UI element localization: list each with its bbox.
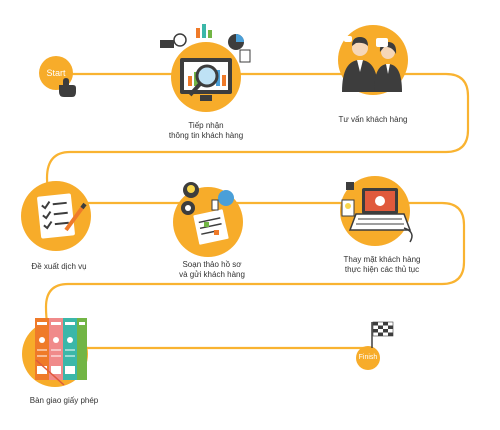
- step-6-label: Bàn giao giấy phép: [14, 396, 114, 406]
- step-2-label-line-1: Tư vấn khách hàng: [338, 115, 408, 124]
- checklist-icon: [37, 193, 87, 239]
- finish-label[interactable]: Finish: [358, 354, 378, 361]
- start-marker[interactable]: [39, 56, 76, 97]
- step-4-label: Soạn thảo hồ sơ và gửi khách hàng: [152, 260, 272, 280]
- step-2-label: Tư vấn khách hàng: [318, 115, 428, 125]
- step-1-label-line-1: Tiếp nhận: [188, 121, 224, 130]
- laptop-workspace-icon: [341, 182, 413, 243]
- step-6-circle: [22, 318, 88, 387]
- document-ideas-icon: [181, 182, 234, 245]
- consultants-icon: [342, 36, 402, 92]
- step-3-label-line-1: Đề xuất dịch vụ: [31, 262, 87, 271]
- finish-marker[interactable]: [356, 321, 394, 370]
- step-3-label: Đề xuất dịch vụ: [14, 262, 104, 272]
- step-5-label: Thay mặt khách hàng thực hiện các thủ tụ…: [322, 255, 442, 275]
- step-4-label-line-1: Soạn thảo hồ sơ: [182, 260, 242, 269]
- step-5-label-line-2: thực hiện các thủ tục: [344, 265, 420, 274]
- step-1-circle: [160, 24, 251, 112]
- step-5-circle: [340, 176, 413, 246]
- step-3-circle: [21, 181, 91, 251]
- step-1-label: Tiếp nhận thông tin khách hàng: [146, 121, 266, 141]
- process-path: [44, 72, 470, 350]
- step-4-circle: [173, 182, 243, 257]
- step-2-circle: [338, 25, 408, 95]
- start-label[interactable]: Start: [46, 68, 66, 78]
- step-6-label-line-1: Bàn giao giấy phép: [29, 396, 99, 405]
- license-documents-icon: [35, 318, 87, 386]
- checkered-flag-icon: [371, 321, 394, 348]
- step-1-label-line-2: thông tin khách hàng: [168, 131, 244, 140]
- step-4-label-line-2: và gửi khách hàng: [179, 270, 245, 279]
- step-5-label-line-1: Thay mặt khách hàng: [343, 255, 421, 264]
- pointer-hand-icon: [59, 78, 76, 97]
- analytics-monitor-icon: [160, 24, 251, 101]
